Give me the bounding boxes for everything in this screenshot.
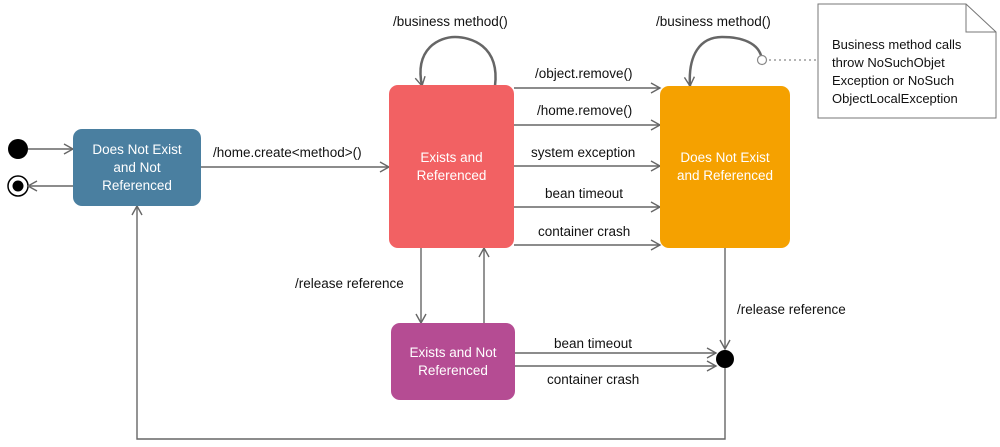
business-method-label-2: /business method() bbox=[656, 14, 771, 29]
junction-node bbox=[716, 350, 734, 368]
business-loop-1 bbox=[414, 35, 497, 88]
business-loop-2 bbox=[683, 35, 764, 88]
home-remove-label: /home.remove() bbox=[537, 103, 633, 118]
system-exception-label: system exception bbox=[531, 145, 636, 160]
final-state-inner bbox=[12, 180, 24, 192]
note-text: Business method calls throw NoSuchObjet … bbox=[832, 37, 962, 106]
initial-state bbox=[8, 139, 28, 159]
business-method-label-1: /business method() bbox=[393, 14, 508, 29]
bean-timeout-label-1: bean timeout bbox=[545, 186, 624, 201]
note-anchor bbox=[756, 54, 768, 66]
state-exists-referenced: Exists and Referenced bbox=[389, 85, 514, 248]
note-fold bbox=[965, 4, 996, 33]
bean-timeout-label-2: bean timeout bbox=[554, 336, 633, 351]
object-remove-label: /object.remove() bbox=[535, 66, 633, 81]
state-does-not-exist-not-referenced: Does Not Exist and Not Referenced bbox=[73, 129, 201, 206]
create-label: /home.create<method>() bbox=[213, 145, 362, 160]
container-crash-label-2: container crash bbox=[547, 372, 640, 387]
container-crash-label-1: container crash bbox=[538, 224, 631, 239]
release-reference-label-2: /release reference bbox=[737, 302, 846, 317]
note-shape bbox=[817, 3, 997, 119]
release-reference-label-1: /release reference bbox=[295, 276, 404, 291]
state-does-not-exist-referenced: Does Not Exist and Referenced bbox=[660, 86, 790, 248]
state-exists-not-referenced: Exists and Not Referenced bbox=[391, 323, 515, 400]
return-arrow bbox=[131, 204, 726, 440]
